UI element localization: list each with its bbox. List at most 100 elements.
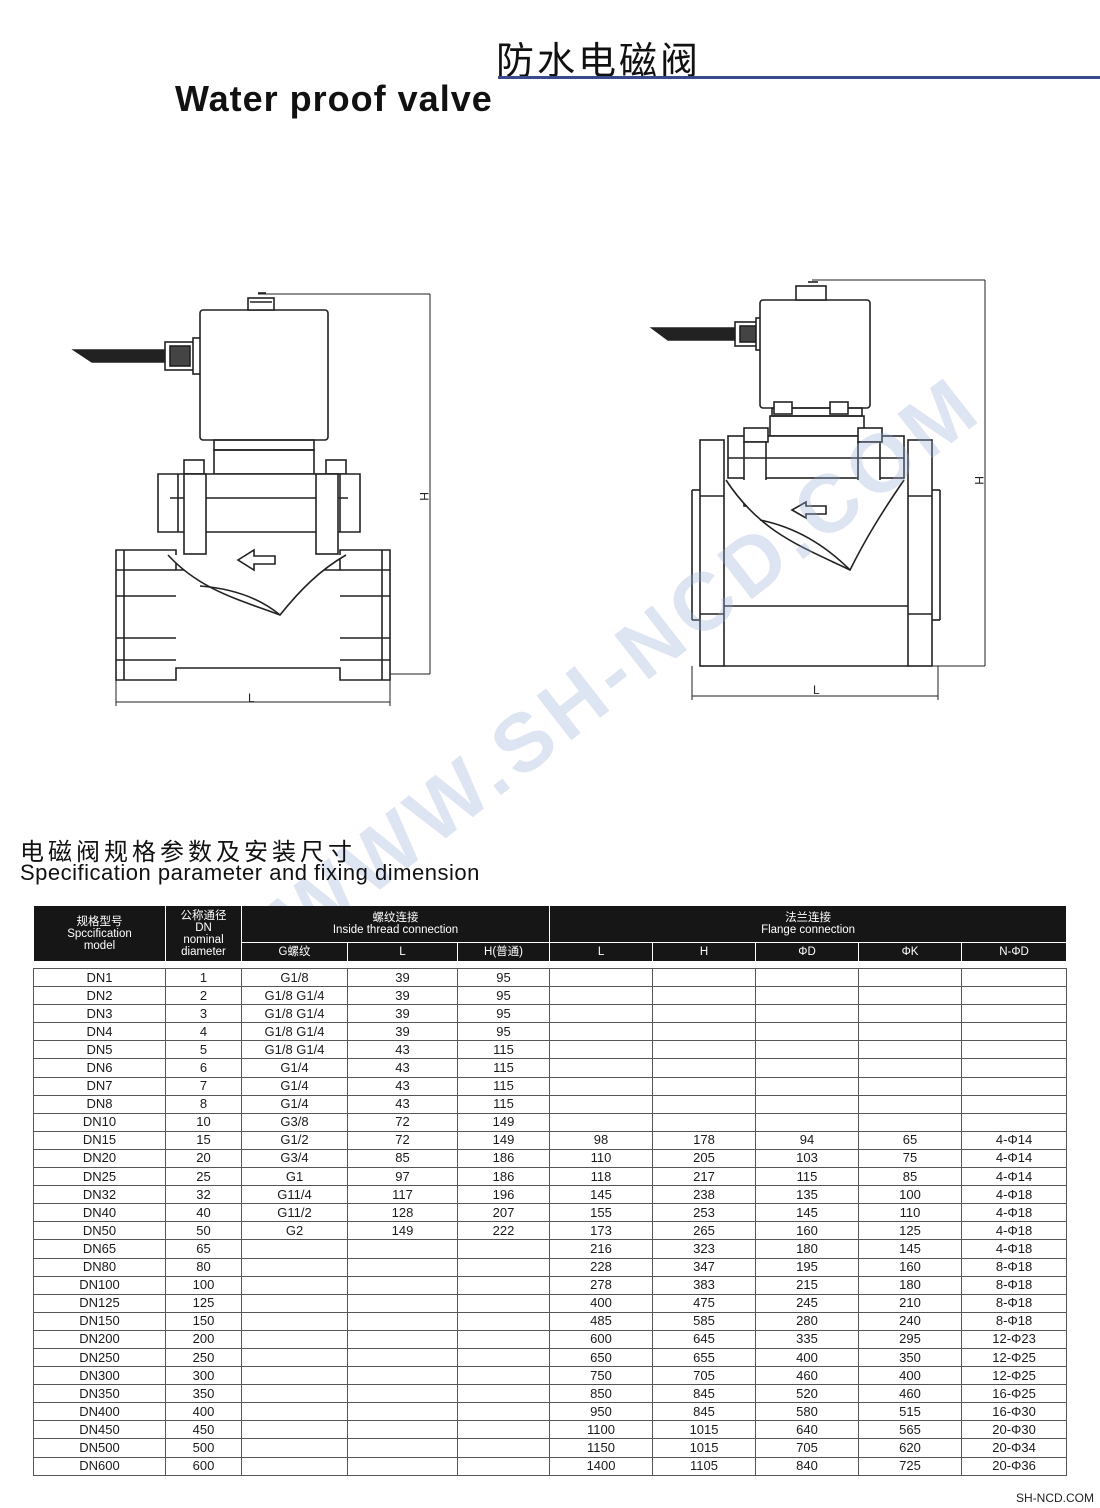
- table-cell: 4-Φ14: [961, 1167, 1068, 1187]
- table-cell: [652, 1004, 757, 1024]
- table-cell: DN4: [33, 1022, 166, 1042]
- table-cell: [858, 1058, 963, 1078]
- table-cell: [652, 1094, 757, 1114]
- table-cell: DN50: [33, 1221, 166, 1241]
- table-cell: 4-Φ14: [961, 1148, 1068, 1169]
- table-cell: 20-Φ30: [961, 1420, 1068, 1440]
- table-cell: 145: [549, 1185, 654, 1205]
- table-cell: 8-Φ18: [961, 1293, 1068, 1313]
- table-cell: 520: [755, 1384, 860, 1404]
- table-cell: 6: [165, 1058, 242, 1078]
- table-cell: 16-Φ30: [961, 1402, 1068, 1422]
- table-cell: 3: [165, 1004, 242, 1024]
- table-cell: [549, 1094, 654, 1114]
- table-cell: DN6: [33, 1058, 166, 1078]
- table-cell: 475: [652, 1293, 757, 1313]
- table-cell: 253: [652, 1203, 757, 1223]
- table-cell: 115: [456, 1058, 551, 1078]
- table-cell: DN350: [33, 1384, 166, 1404]
- table-cell: 32: [165, 1185, 242, 1205]
- table-cell: 650: [549, 1347, 654, 1368]
- table-cell: DN450: [33, 1420, 166, 1440]
- table-cell: 85: [347, 1148, 458, 1169]
- table-cell: 125: [165, 1293, 242, 1313]
- table-cell: [549, 1040, 654, 1060]
- table-cell: 215: [755, 1275, 860, 1295]
- table-cell: 149: [456, 1130, 551, 1150]
- table-cell: 4: [165, 1022, 242, 1042]
- table-cell: [456, 1402, 551, 1422]
- table-cell: 640: [755, 1420, 860, 1440]
- table-cell: DN65: [33, 1239, 166, 1259]
- col-flange-h: H: [652, 942, 757, 961]
- table-cell: 278: [549, 1275, 654, 1295]
- dim-l-label-right: L: [813, 683, 820, 697]
- table-cell: G1/4: [241, 1076, 348, 1096]
- table-cell: [858, 1022, 963, 1042]
- table-cell: 280: [755, 1311, 860, 1331]
- table-cell: [347, 1347, 458, 1368]
- col-model-cn: 规格型号: [76, 915, 123, 928]
- table-cell: 8-Φ18: [961, 1257, 1068, 1277]
- table-cell: 585: [652, 1311, 757, 1331]
- table-cell: 1015: [652, 1438, 757, 1458]
- threaded-valve-drawing: [71, 292, 431, 706]
- table-cell: DN40: [33, 1203, 166, 1223]
- table-cell: 80: [165, 1257, 242, 1277]
- col-dn-header: 公称通径 DN nominal diameter: [165, 906, 242, 961]
- col-model-header: 规格型号 Spccification model: [33, 906, 166, 961]
- table-cell: 43: [347, 1058, 458, 1078]
- table-cell: 347: [652, 1257, 757, 1277]
- table-cell: [241, 1257, 348, 1277]
- table-cell: 43: [347, 1094, 458, 1114]
- table-cell: [858, 986, 963, 1006]
- table-cell: 103: [755, 1148, 860, 1169]
- table-cell: [549, 1112, 654, 1132]
- table-cell: DN100: [33, 1275, 166, 1295]
- table-cell: [347, 1275, 458, 1295]
- table-cell: [755, 1022, 860, 1042]
- table-cell: 655: [652, 1347, 757, 1368]
- table-cell: [755, 1040, 860, 1060]
- section-title-en: Specification parameter and fixing dimen…: [20, 860, 480, 885]
- table-cell: [549, 1004, 654, 1024]
- table-cell: G11/4: [241, 1185, 348, 1205]
- table-cell: 39: [347, 1022, 458, 1042]
- table-cell: [456, 1347, 551, 1368]
- table-cell: 180: [755, 1239, 860, 1259]
- table-cell: 845: [652, 1384, 757, 1404]
- col-dn-en2: nominal: [183, 933, 224, 946]
- table-cell: 39: [347, 986, 458, 1006]
- table-cell: 620: [858, 1438, 963, 1458]
- table-cell: 725: [858, 1456, 963, 1476]
- table-cell: G3/4: [241, 1148, 348, 1169]
- table-cell: 245: [755, 1293, 860, 1313]
- table-cell: DN25: [33, 1167, 166, 1187]
- table-cell: [456, 1275, 551, 1295]
- table-cell: 50: [165, 1221, 242, 1241]
- table-cell: 115: [755, 1167, 860, 1187]
- table-cell: 265: [652, 1221, 757, 1241]
- table-cell: 300: [165, 1366, 242, 1386]
- table-cell: [961, 1022, 1068, 1042]
- table-cell: 145: [858, 1239, 963, 1259]
- table-cell: DN300: [33, 1366, 166, 1386]
- table-cell: [347, 1311, 458, 1331]
- table-cell: [456, 1420, 551, 1440]
- table-cell: 400: [165, 1402, 242, 1422]
- table-cell: DN2: [33, 986, 166, 1006]
- table-cell: 25: [165, 1167, 242, 1187]
- table-cell: [456, 1384, 551, 1404]
- table-cell: 400: [755, 1347, 860, 1368]
- table-cell: 645: [652, 1329, 757, 1349]
- flanged-valve-drawing: [649, 279, 986, 700]
- table-cell: 20-Φ34: [961, 1438, 1068, 1458]
